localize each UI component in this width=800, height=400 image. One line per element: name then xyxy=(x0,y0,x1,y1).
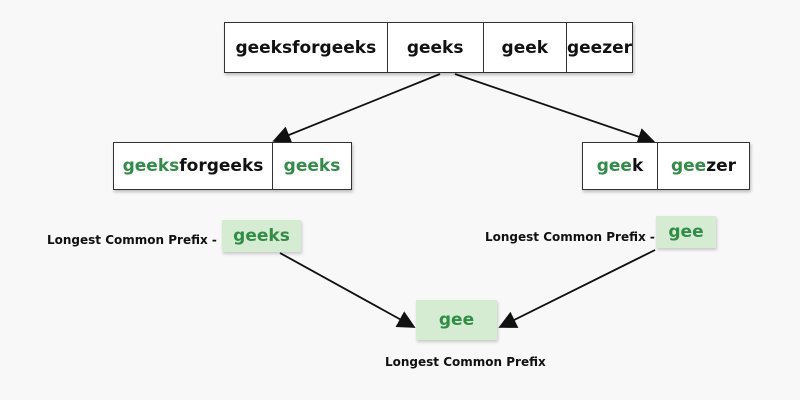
common-prefix: geeks xyxy=(122,156,180,176)
suffix: forgeeks xyxy=(179,156,264,176)
common-prefix: gee xyxy=(670,156,707,176)
top-array: geeksforgeeks geeks geek geezer xyxy=(224,22,633,73)
arrow-top-to-left xyxy=(272,73,441,144)
right-result-label: Longest Common Prefix - xyxy=(485,230,655,244)
right-result-value: gee xyxy=(656,216,716,248)
arrow-right-to-final xyxy=(498,249,656,328)
common-prefix: gee xyxy=(596,156,632,176)
left-result-label: Longest Common Prefix - xyxy=(47,233,217,247)
arrow-left-to-final xyxy=(279,252,416,328)
array-cell: geeks xyxy=(388,23,484,72)
array-cell: geeks xyxy=(273,143,351,189)
common-prefix: geeks xyxy=(283,156,341,176)
arrow-top-to-right xyxy=(454,73,656,146)
final-result-value: gee xyxy=(416,300,497,340)
left-result-value: geeks xyxy=(222,220,301,252)
suffix: zer xyxy=(706,156,737,176)
suffix: k xyxy=(631,156,644,176)
array-cell: geeksforgeeks xyxy=(225,23,388,72)
array-cell: geezer xyxy=(566,37,633,58)
array-cell: geek xyxy=(484,23,567,72)
final-result-label: Longest Common Prefix xyxy=(385,355,546,369)
